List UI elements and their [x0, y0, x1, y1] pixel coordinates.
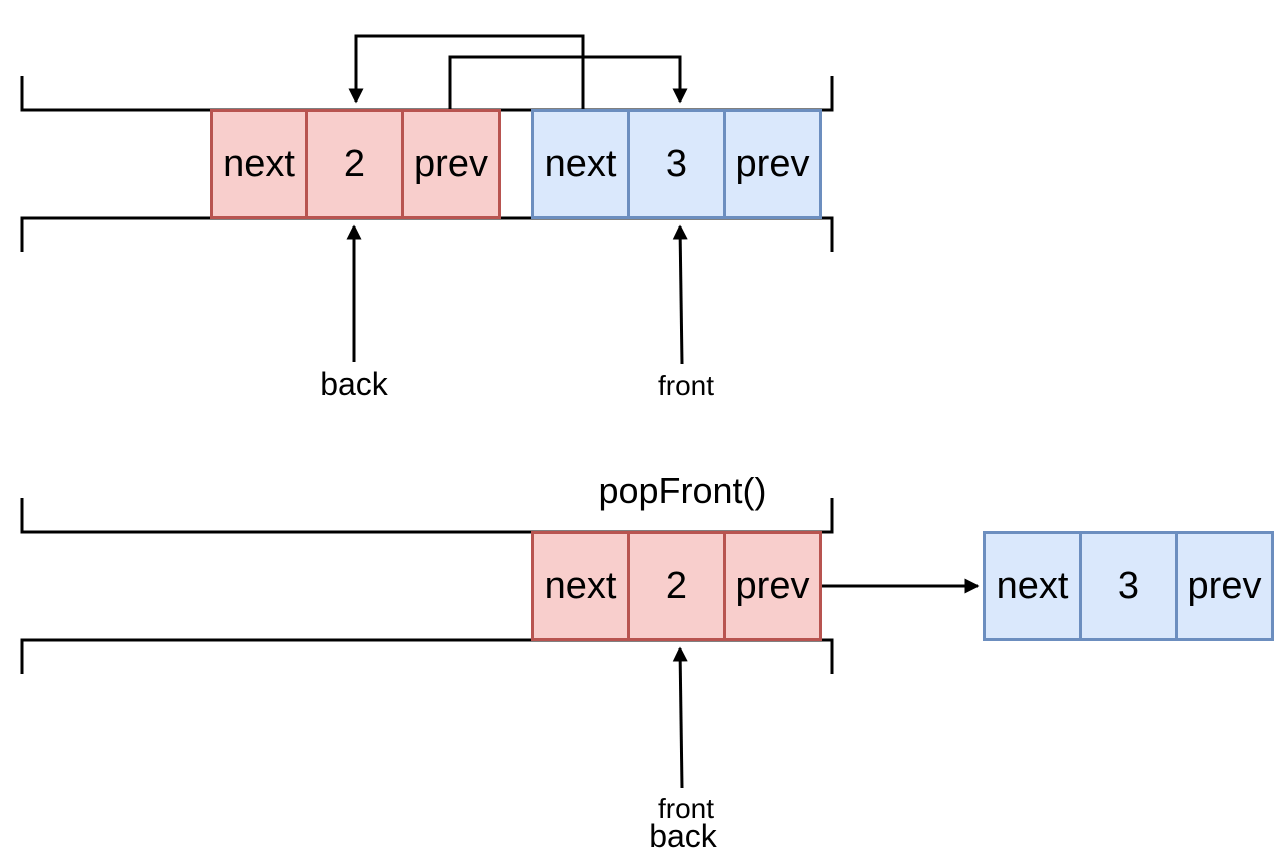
top-blue-value-cell: 3: [627, 109, 726, 219]
bottom-red-next-cell: next: [531, 531, 630, 641]
operation-label: popFront(): [598, 470, 767, 511]
top-red-next-cell: next: [210, 109, 308, 219]
bottom-blue-prev-cell: prev: [1175, 531, 1274, 641]
back-label: back: [320, 366, 388, 402]
top-blue-prev-cell: prev: [723, 109, 822, 219]
prev-link-arrow: [448, 55, 688, 110]
bottom-back-label: back: [649, 818, 717, 854]
top-red-value-cell: 2: [305, 109, 404, 219]
front-label: front: [657, 370, 715, 401]
top-lower-rail: [20, 216, 834, 252]
front-back-pointer-arrow: [672, 646, 688, 789]
bottom-deque-container: [20, 498, 834, 674]
bottom-blue-next-cell: next: [983, 531, 1082, 641]
bottom-front-label: front: [657, 793, 715, 824]
top-red-prev-cell: prev: [401, 109, 501, 219]
bottom-upper-rail: [20, 498, 834, 534]
front-pointer-arrow: [672, 224, 688, 365]
top-blue-next-cell: next: [531, 109, 630, 219]
bottom-red-prev-cell: prev: [723, 531, 822, 641]
top-upper-rail: [20, 76, 834, 112]
bottom-blue-value-cell: 3: [1079, 531, 1178, 641]
bottom-red-value-cell: 2: [627, 531, 726, 641]
next-link-arrow: [348, 34, 585, 110]
bottom-lower-rail: [20, 638, 834, 674]
